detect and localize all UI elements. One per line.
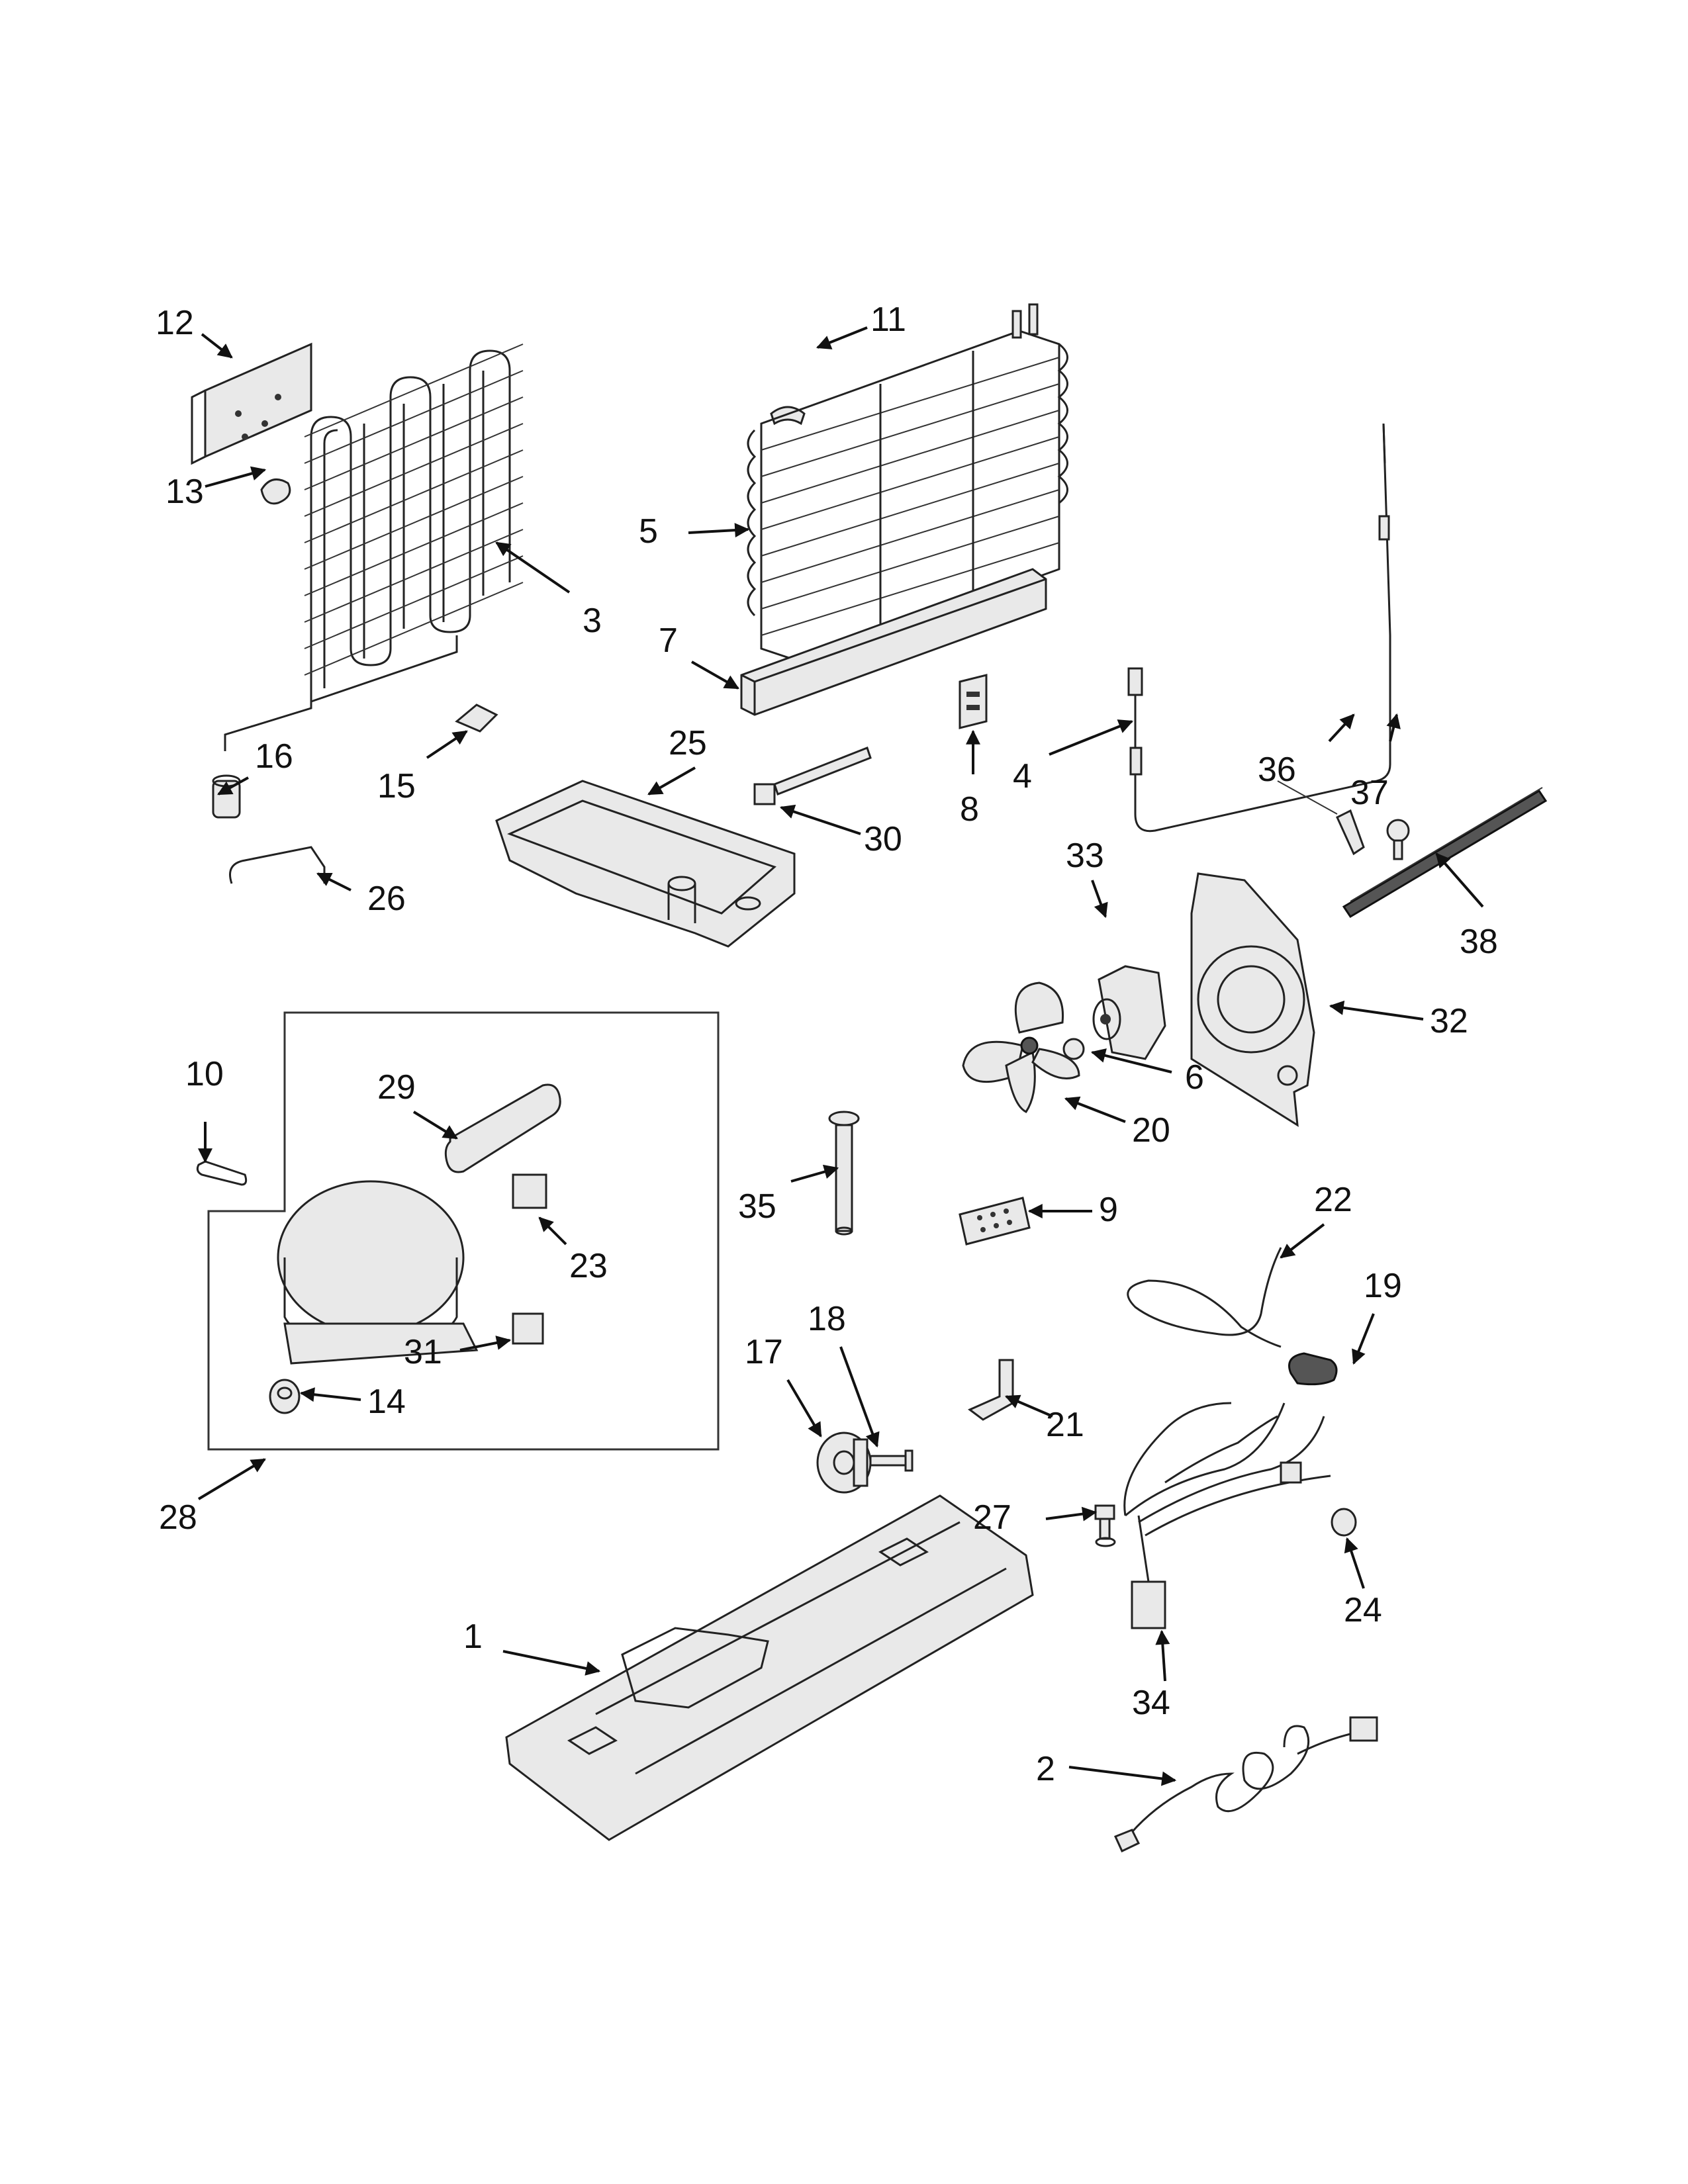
callout-34: 34 bbox=[1132, 1684, 1170, 1722]
part-23-relay bbox=[512, 1173, 547, 1209]
leader-lines bbox=[197, 326, 1484, 1786]
part-33-fan-motor bbox=[1092, 965, 1166, 1060]
part-36-clip bbox=[1336, 809, 1365, 856]
part-18-axle bbox=[869, 1449, 914, 1472]
part-15-clip bbox=[455, 704, 498, 733]
callout-37: 37 bbox=[1350, 774, 1389, 812]
part-17-wheel bbox=[816, 1432, 872, 1494]
part-4-harness bbox=[1127, 423, 1391, 833]
callout-9: 9 bbox=[1099, 1191, 1118, 1229]
part-20-fan-blade bbox=[962, 981, 1080, 1113]
callout-2: 2 bbox=[1036, 1750, 1055, 1788]
part-24-plug bbox=[1331, 1508, 1357, 1537]
callout-33: 33 bbox=[1066, 837, 1104, 875]
callout-26: 26 bbox=[367, 880, 406, 918]
part-5-evaporator bbox=[747, 303, 1068, 663]
part-19-clamp bbox=[1288, 1352, 1338, 1386]
callout-27: 27 bbox=[973, 1498, 1011, 1537]
part-6-nut bbox=[1062, 1038, 1085, 1060]
callout-20: 20 bbox=[1132, 1111, 1170, 1150]
callout-6: 6 bbox=[1185, 1058, 1204, 1097]
part-37-screw bbox=[1386, 819, 1410, 860]
callout-31: 31 bbox=[404, 1333, 442, 1371]
callout-16: 16 bbox=[255, 737, 293, 776]
callout-25: 25 bbox=[669, 724, 707, 762]
part-26-wire bbox=[229, 846, 326, 884]
callout-1: 1 bbox=[463, 1617, 483, 1656]
part-28-compressor-box bbox=[207, 1011, 720, 1451]
callout-10: 10 bbox=[185, 1055, 224, 1093]
part-22-tubing bbox=[1127, 1247, 1282, 1348]
callout-19: 19 bbox=[1364, 1267, 1402, 1305]
part-31-capacitor bbox=[512, 1312, 544, 1345]
callout-21: 21 bbox=[1046, 1406, 1084, 1444]
part-14-grommet bbox=[269, 1379, 301, 1414]
part-32-fan-shroud bbox=[1190, 872, 1315, 1127]
callout-18: 18 bbox=[808, 1300, 846, 1338]
callout-38: 38 bbox=[1460, 923, 1498, 961]
callout-4: 4 bbox=[1013, 757, 1032, 796]
callout-14: 14 bbox=[367, 1383, 406, 1421]
part-12-bracket bbox=[191, 342, 312, 465]
part-21-elbow bbox=[968, 1359, 1014, 1421]
callout-8: 8 bbox=[960, 790, 979, 829]
callout-17: 17 bbox=[745, 1333, 783, 1371]
part-25-drain-pan bbox=[495, 780, 796, 948]
callout-28: 28 bbox=[159, 1498, 197, 1537]
callout-30: 30 bbox=[864, 820, 902, 858]
callout-36: 36 bbox=[1258, 751, 1296, 789]
part-13-clip bbox=[260, 478, 291, 505]
callout-15: 15 bbox=[377, 767, 416, 805]
callout-24: 24 bbox=[1344, 1591, 1382, 1629]
part-3-condenser bbox=[224, 343, 524, 751]
part-9-heater-pad bbox=[959, 1197, 1031, 1246]
part-35-drain-tube bbox=[828, 1111, 860, 1236]
callout-7: 7 bbox=[659, 621, 678, 660]
part-8-bracket bbox=[959, 674, 988, 729]
callout-labels: 12 13 3 11 5 7 8 4 36 37 38 16 15 26 25 … bbox=[156, 300, 1498, 1788]
callout-32: 32 bbox=[1430, 1002, 1468, 1040]
callout-13: 13 bbox=[165, 473, 204, 511]
part-27-screw bbox=[1094, 1504, 1116, 1547]
part-1-base-plate bbox=[505, 1494, 1034, 1841]
callout-12: 12 bbox=[156, 304, 194, 342]
part-compressor bbox=[277, 1180, 479, 1365]
callout-23: 23 bbox=[569, 1247, 608, 1285]
part-30-cable-tie bbox=[753, 747, 872, 805]
callout-35: 35 bbox=[738, 1187, 776, 1226]
callout-11: 11 bbox=[870, 300, 906, 339]
part-29-drier bbox=[444, 1083, 561, 1173]
callout-3: 3 bbox=[583, 602, 602, 640]
callout-5: 5 bbox=[639, 512, 658, 551]
callout-29: 29 bbox=[377, 1068, 416, 1107]
callout-22: 22 bbox=[1314, 1181, 1352, 1219]
part-7-drain-trough bbox=[740, 568, 1047, 716]
part-34-wiring-harness bbox=[1123, 1402, 1331, 1629]
part-16-ferrule bbox=[212, 774, 241, 819]
part-10-strap bbox=[196, 1160, 248, 1186]
part-2-power-cord bbox=[1113, 1716, 1378, 1853]
